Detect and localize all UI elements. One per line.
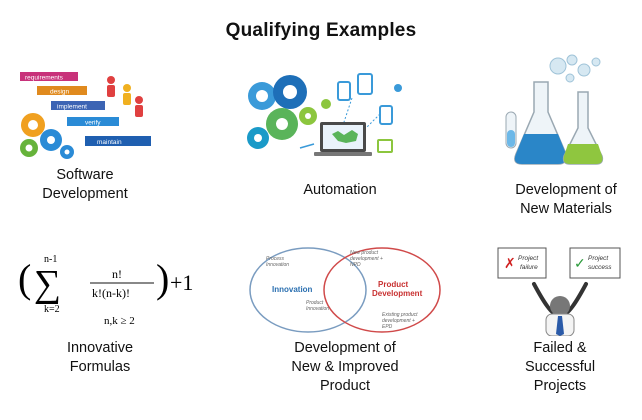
verify-bar: [67, 117, 119, 126]
svg-text:development +: development +: [350, 256, 383, 262]
fraction-denominator: k!(n-k)!: [92, 286, 130, 300]
left-paren: (: [18, 256, 31, 301]
success-sign: ✓ Project success: [569, 247, 621, 279]
people-icon: [107, 76, 143, 117]
x-mark-icon: ✗: [504, 255, 516, 271]
product-development-circle: [323, 247, 441, 333]
design-bar: [37, 86, 87, 95]
projects-example: ✗ Project failure ✓ Project success: [490, 244, 630, 337]
implement-label: implement: [57, 104, 87, 111]
product-label: Product: [378, 280, 409, 289]
sum-upper-limit: n-1: [44, 254, 57, 265]
svg-text:Project: Project: [588, 255, 609, 262]
check-mark-icon: ✓: [574, 255, 586, 271]
svg-text:EPD: EPD: [382, 324, 393, 330]
lab-flasks-illustration: [505, 54, 604, 165]
maintain-bar: [85, 136, 151, 146]
innovation-label: Innovation: [272, 285, 313, 294]
innovative-formula: ( n-1 ∑ k=2 n! k!(n-k)! ) +1 n,k ≥ 2: [18, 254, 193, 327]
person-icon: [532, 282, 588, 337]
innovation-venn-example: Process Innovation New product developme…: [244, 244, 444, 336]
software-lifecycle-illustration: requirements design implement verify mai…: [20, 72, 151, 159]
svg-text:Product: Product: [306, 300, 324, 306]
automation-example: [240, 68, 410, 168]
sum-symbol: ∑: [34, 263, 61, 305]
gear-icon: [247, 75, 317, 149]
new-materials-caption: Development of New Materials: [515, 182, 617, 217]
laptop-icon: [314, 122, 372, 156]
formula-suffix: +1: [170, 270, 193, 295]
innovation-circle: [249, 247, 367, 333]
svg-text:Innovation: Innovation: [266, 262, 289, 268]
development-label: Development: [372, 289, 423, 298]
svg-text:New product: New product: [350, 250, 379, 256]
new-materials-example: [500, 52, 620, 170]
svg-text:Project: Project: [518, 255, 539, 262]
software-development-caption: Software Development: [42, 167, 128, 202]
formula-condition: n,k ≥ 2: [104, 315, 135, 327]
verify-label: verify: [85, 120, 101, 127]
device-icons: [299, 73, 402, 153]
svg-text:failure: failure: [520, 264, 538, 271]
requirements-bar: [20, 72, 78, 81]
flask-icon: [505, 81, 604, 165]
svg-text:success: success: [588, 264, 612, 271]
svg-text:NPD: NPD: [350, 262, 361, 268]
gear-icon: [20, 113, 74, 159]
innovation-venn-diagram: Process Innovation New product developme…: [249, 247, 441, 333]
innovative-formulas-caption: Innovative Formulas: [66, 340, 134, 375]
project-outcome-illustration: ✗ Project failure ✓ Project success: [497, 247, 621, 337]
automation-caption: Automation: [303, 182, 377, 198]
automation-illustration: [247, 73, 402, 156]
bubbles: [549, 54, 601, 83]
implement-bar: [51, 101, 105, 110]
new-product-caption: Development of New & Improved Product: [291, 340, 399, 394]
design-label: design: [50, 89, 70, 96]
projects-caption: Failed & Successful Projects: [524, 340, 596, 394]
software-development-example: requirements design implement verify mai…: [15, 70, 165, 160]
right-paren: ): [156, 256, 169, 301]
requirements-label: requirements: [25, 75, 64, 82]
maintain-label: maintain: [97, 139, 122, 146]
fraction-numerator: n!: [112, 267, 122, 281]
page-title: Qualifying Examples: [225, 20, 417, 41]
svg-text:Existing product: Existing product: [382, 312, 418, 318]
svg-text:Process: Process: [266, 256, 285, 262]
formula-example: ( n-1 ∑ k=2 n! k!(n-k)! ) +1 n,k ≥ 2: [18, 250, 198, 328]
svg-text:development +: development +: [382, 318, 415, 324]
sum-lower-limit: k=2: [44, 304, 60, 315]
failure-sign: ✗ Project failure: [497, 247, 547, 279]
svg-text:Innovation: Innovation: [306, 306, 329, 312]
